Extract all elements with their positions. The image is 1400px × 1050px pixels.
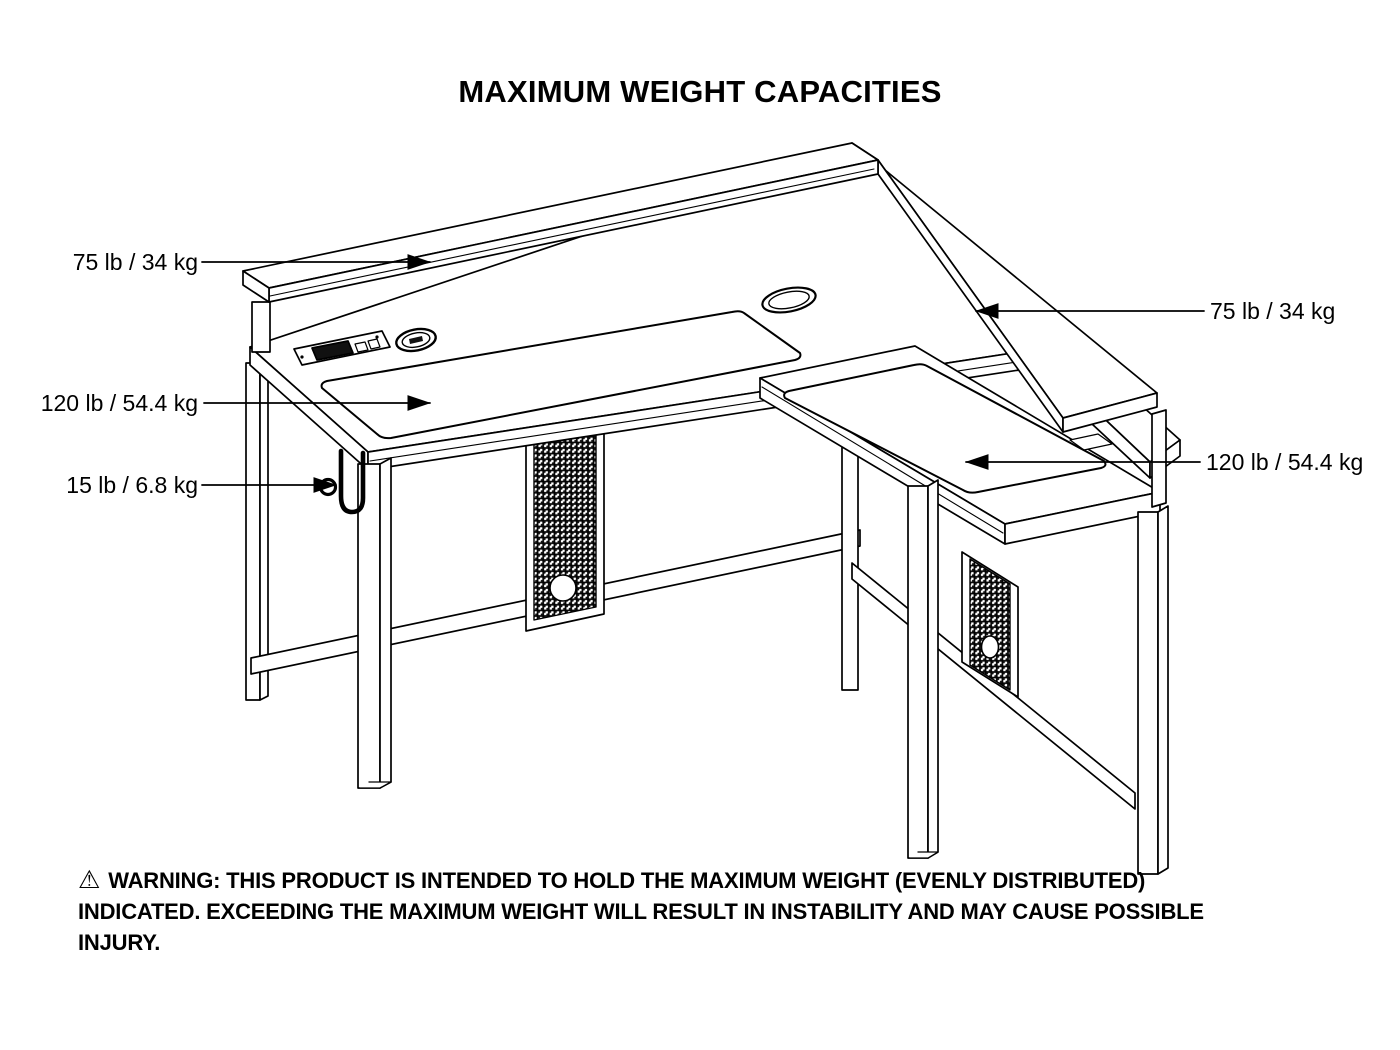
capacity-label-shelf-left: 75 lb / 34 kg [72, 249, 198, 275]
capacity-label-return-desktop: 120 lb / 54.4 kg [1206, 449, 1364, 475]
main-desk-front-left-leg [357, 457, 392, 789]
shelf-support-left [251, 301, 271, 353]
shelf-support-right [1151, 409, 1167, 508]
capacity-label-headset-hook: 15 lb / 6.8 kg [66, 472, 198, 498]
capacity-label-main-desktop: 120 lb / 54.4 kg [40, 390, 198, 416]
cable-mesh-panel-return [961, 551, 1019, 698]
cable-mesh-panel-main [525, 396, 605, 632]
mouse-pad-return [783, 363, 1107, 494]
warning-message: WARNING: THIS PRODUCT IS INTENDED TO HOL… [78, 868, 1204, 955]
return-desk-legs [907, 479, 1169, 875]
capacity-label-shelf-right: 75 lb / 34 kg [1210, 298, 1336, 324]
leader-arrows [201, 254, 1205, 493]
warning-triangle-icon: ⚠ [78, 865, 101, 894]
warning-text: ⚠WARNING: THIS PRODUCT IS INTENDED TO HO… [78, 864, 1233, 958]
page-title: MAXIMUM WEIGHT CAPACITIES [458, 74, 942, 109]
wireless-charger-button [395, 327, 437, 353]
cable-hole-return [980, 635, 1000, 659]
power-module [293, 330, 391, 366]
mouse-pad-main [320, 310, 802, 440]
cable-hole-main [549, 574, 577, 602]
grommet-hole [761, 286, 817, 314]
